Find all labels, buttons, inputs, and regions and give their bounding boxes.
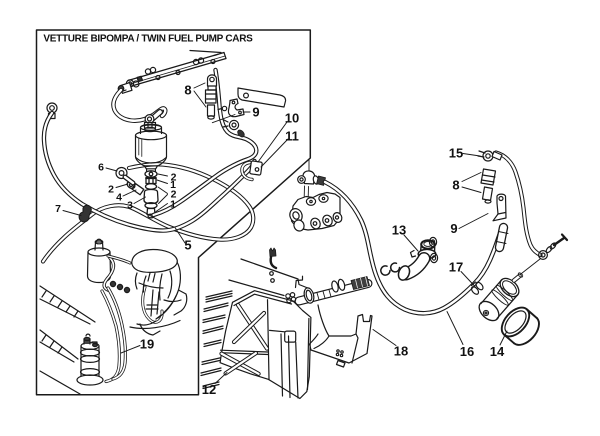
svg-text:13: 13 bbox=[392, 223, 406, 238]
svg-text:19: 19 bbox=[140, 337, 154, 352]
svg-text:2: 2 bbox=[171, 172, 177, 184]
svg-text:11: 11 bbox=[285, 129, 299, 144]
svg-text:1: 1 bbox=[170, 179, 176, 191]
svg-text:1: 1 bbox=[170, 199, 176, 211]
svg-text:6: 6 bbox=[98, 162, 104, 174]
svg-text:14: 14 bbox=[490, 344, 505, 359]
svg-text:18: 18 bbox=[394, 344, 408, 359]
svg-text:8: 8 bbox=[452, 178, 459, 193]
svg-text:17: 17 bbox=[449, 260, 463, 275]
svg-text:4: 4 bbox=[116, 192, 122, 204]
svg-text:3: 3 bbox=[127, 200, 133, 212]
svg-text:15: 15 bbox=[449, 146, 463, 161]
svg-text:2: 2 bbox=[171, 189, 177, 201]
svg-text:9: 9 bbox=[450, 221, 457, 236]
svg-text:5: 5 bbox=[184, 238, 191, 253]
svg-text:10: 10 bbox=[285, 111, 299, 126]
svg-text:12: 12 bbox=[202, 382, 216, 397]
svg-text:9: 9 bbox=[252, 105, 259, 120]
svg-text:16: 16 bbox=[460, 344, 474, 359]
svg-text:2: 2 bbox=[108, 184, 114, 196]
svg-text:7: 7 bbox=[55, 203, 61, 215]
svg-text:VETTURE BIPOMPA / TWIN FUEL PU: VETTURE BIPOMPA / TWIN FUEL PUMP CARS bbox=[43, 33, 253, 44]
svg-text:8: 8 bbox=[184, 83, 191, 98]
